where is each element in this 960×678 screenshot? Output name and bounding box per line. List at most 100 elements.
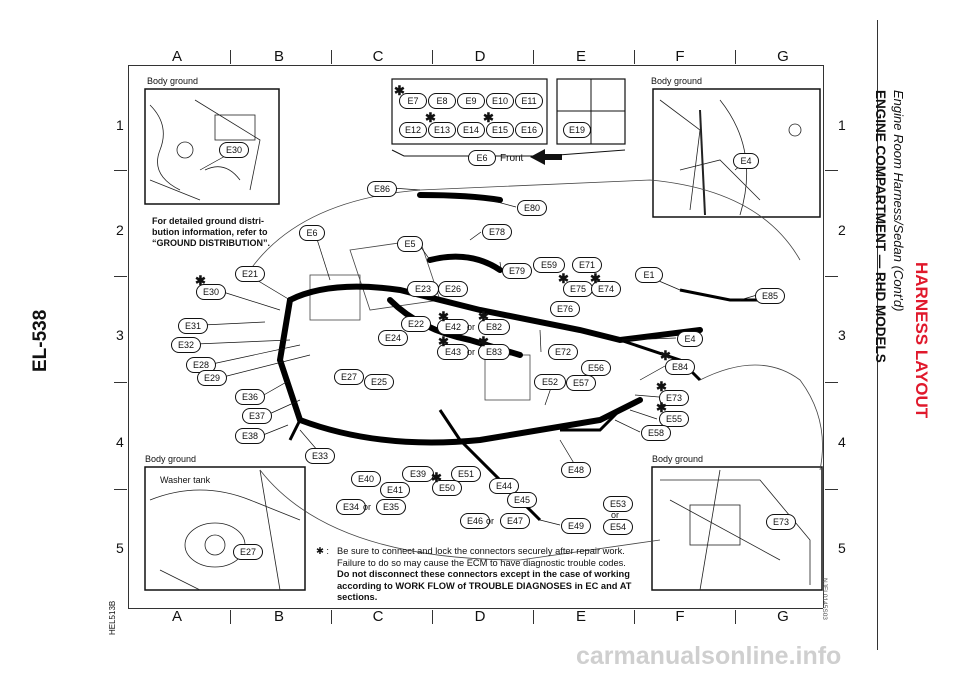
connector-e55: E55 — [659, 411, 689, 427]
grid-row-5-left: 5 — [116, 540, 124, 556]
grid-col-f-bottom: F — [675, 608, 685, 625]
grid-col-c-top: C — [372, 48, 384, 65]
grid-row-4-right: 4 — [838, 434, 846, 450]
body-ground-label: Body ground — [651, 76, 703, 86]
top-frame-line — [128, 65, 823, 66]
connector-e39: E39 — [402, 466, 434, 482]
connector-e1: E1 — [635, 267, 663, 283]
asterisk-mark: ✱ — [195, 273, 206, 288]
ground-note-line: bution information, refer to — [152, 227, 268, 237]
connector-e52: E52 — [534, 374, 566, 390]
or-label: or — [467, 347, 476, 357]
grid-tick — [114, 170, 127, 171]
connector-e9: E9 — [457, 93, 485, 109]
connector-e85: E85 — [755, 288, 785, 304]
connector-e76: E76 — [550, 301, 580, 317]
asterisk-mark: ✱ — [425, 110, 436, 125]
grid-col-b-top: B — [273, 48, 284, 65]
grid-tick — [331, 610, 332, 624]
right-frame-line — [823, 65, 824, 608]
connector-e12: E12 — [399, 122, 427, 138]
watermark: carmanualsonline.info — [576, 642, 842, 670]
connector-e16: E16 — [515, 122, 543, 138]
grid-row-4-left: 4 — [116, 434, 124, 450]
connector-e22: E22 — [401, 316, 431, 332]
connector-e26: E26 — [438, 281, 468, 297]
connector-e45: E45 — [507, 492, 537, 508]
connector-e57: E57 — [566, 375, 596, 391]
connector-e59: E59 — [533, 257, 565, 273]
connector-e10: E10 — [486, 93, 514, 109]
connector-e21: E21 — [235, 266, 265, 282]
asterisk-mark: ✱ — [431, 470, 442, 485]
connector-e46: E46 — [460, 513, 490, 529]
grid-tick — [634, 50, 635, 64]
asterisk-mark: ✱ — [483, 110, 494, 125]
connector-e42: E42 — [437, 319, 469, 335]
grid-col-d-top: D — [474, 48, 486, 65]
connector-e24: E24 — [378, 330, 408, 346]
connector-e72: E72 — [548, 344, 578, 360]
front-label: Front — [500, 153, 524, 164]
asterisk-mark: ✱ — [656, 400, 667, 415]
connector-e11: E11 — [515, 93, 543, 109]
connector-e75: E75 — [563, 281, 593, 297]
grid-tick — [825, 276, 838, 277]
footnote-prefix: ✱ : — [316, 546, 329, 556]
grid-tick — [331, 50, 332, 64]
grid-col-f-top: F — [675, 48, 685, 65]
asterisk-mark: ✱ — [394, 83, 405, 98]
grid-col-c-bottom: C — [372, 608, 384, 625]
connector-e50: E50 — [432, 480, 462, 496]
grid-tick — [634, 610, 635, 624]
asterisk-mark: ✱ — [478, 334, 489, 349]
grid-col-e-bottom: E — [575, 608, 586, 625]
connector-e34: E34 — [336, 499, 366, 515]
or-label: or — [486, 516, 495, 526]
connector-e31: E31 — [178, 318, 208, 334]
connector-e49: E49 — [561, 518, 591, 534]
or-label: or — [467, 322, 476, 332]
connector-e32: E32 — [171, 337, 201, 353]
connector-e13: E13 — [428, 122, 456, 138]
left-frame-line — [128, 65, 129, 608]
connector-e14: E14 — [457, 122, 485, 138]
connector-e35: E35 — [376, 499, 406, 515]
connector-e15: E15 — [486, 122, 514, 138]
connector-e51: E51 — [451, 466, 481, 482]
body-ground-label: Body ground — [145, 454, 197, 464]
connector-e30-main: E30 — [196, 284, 226, 300]
grid-row-3-right: 3 — [838, 327, 846, 343]
connector-e36: E36 — [235, 389, 265, 405]
connector-e54: E54 — [603, 519, 633, 535]
grid-col-e-top: E — [575, 48, 586, 65]
grid-tick — [825, 489, 838, 490]
connector-e30: E30 — [219, 142, 249, 158]
grid-col-a-top: A — [171, 48, 182, 65]
footnote-line: sections. — [337, 592, 378, 602]
connector-e80: E80 — [517, 200, 547, 216]
connector-e53: E53 — [603, 496, 633, 512]
connector-e82: E82 — [478, 319, 510, 335]
or-label: or — [363, 502, 372, 512]
footnote-line: Be sure to connect and lock the connecto… — [337, 546, 625, 556]
asterisk-mark: ✱ — [438, 334, 449, 349]
grid-col-a-bottom: A — [171, 608, 182, 625]
asterisk-mark: ✱ — [438, 309, 449, 324]
body-ground-label: Body ground — [652, 454, 704, 464]
grid-tick — [114, 382, 127, 383]
connector-e23: E23 — [407, 281, 439, 297]
footnote-line: according to WORK FLOW of TROUBLE DIAGNO… — [337, 580, 632, 591]
connector-e47: E47 — [500, 513, 530, 529]
asterisk-mark: ✱ — [558, 271, 569, 286]
asterisk-mark: ✱ — [478, 309, 489, 324]
footnote: Be sure to connect and lock the connecto… — [337, 546, 631, 604]
connector-e43: E43 — [437, 344, 469, 360]
grid-tick — [533, 50, 534, 64]
ground-note-line: For detailed ground distri- — [152, 216, 264, 226]
connector-e6-main: E6 — [299, 225, 325, 241]
connector-e37: E37 — [242, 408, 272, 424]
washer-tank-label: Washer tank — [160, 475, 211, 485]
grid-tick — [432, 50, 433, 64]
grid-col-g-bottom: G — [777, 608, 789, 625]
